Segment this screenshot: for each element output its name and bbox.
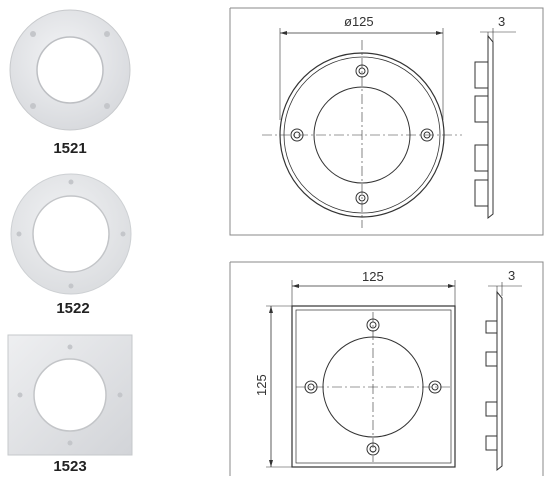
product-image-1522 [10,173,132,295]
diameter-label: ø125 [344,14,374,29]
drawing-frame-square [230,261,544,476]
product-code-1522: 1522 [56,300,90,317]
product-image-1521 [9,9,131,131]
thickness-label-round: 3 [498,14,505,29]
width-label: 125 [362,269,384,284]
side-view-round [474,34,494,220]
side-view-square [485,290,503,472]
product-code-1521: 1521 [53,140,87,157]
height-label: 125 [254,374,269,396]
drawing-frame-round [229,7,544,236]
product-code-1523: 1523 [53,458,87,475]
product-image-1523 [7,334,133,456]
thickness-label-square: 3 [508,268,515,283]
